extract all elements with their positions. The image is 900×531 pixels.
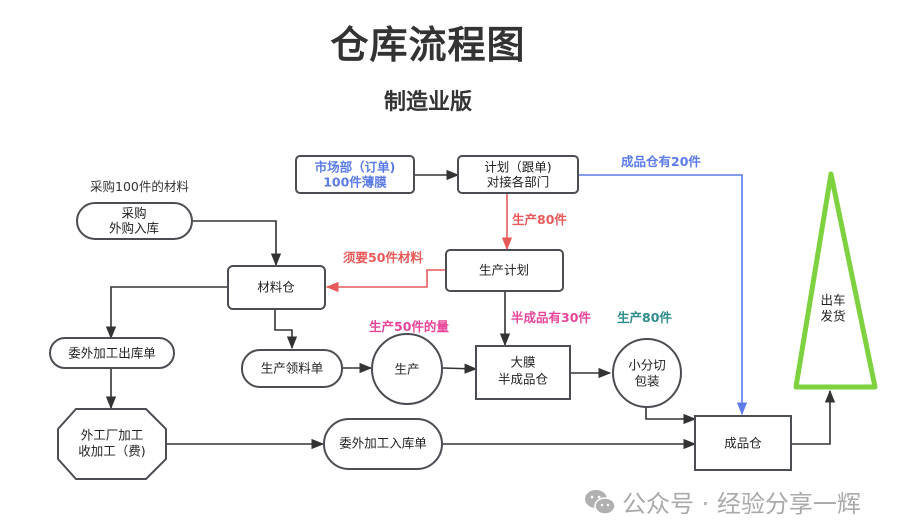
- node-outsource-out-label: 委外加工出库单: [68, 346, 156, 361]
- label-produce-80: 生产80件: [512, 212, 567, 227]
- node-production-plan[interactable]: 生产计划: [445, 249, 564, 292]
- node-outsource-in[interactable]: 委外加工入库单: [323, 418, 443, 470]
- node-purchase[interactable]: 采购 外购入库: [76, 202, 193, 240]
- node-ship-line1: 出车: [820, 293, 845, 308]
- node-material-store[interactable]: 材料仓: [227, 265, 326, 310]
- node-plan-line1: 计划（跟单): [484, 160, 551, 175]
- node-material-store-label: 材料仓: [257, 280, 295, 295]
- node-market[interactable]: 市场部（订单) 100件薄膜: [295, 155, 415, 194]
- node-external-factory[interactable]: 外工厂加工 收加工（费): [57, 408, 167, 480]
- node-production-plan-label: 生产计划: [479, 263, 529, 278]
- edge-purchase-to-material: [192, 220, 282, 267]
- node-material-req-label: 生产领料单: [261, 361, 324, 376]
- watermark-text: 公众号 · 经验分享一辉: [622, 490, 861, 518]
- edge-plan-to-finished: [578, 174, 748, 416]
- label-produce-80-b: 生产80件: [617, 310, 672, 325]
- node-produce[interactable]: 生产: [371, 333, 443, 405]
- node-purchase-line2: 外购入库: [109, 221, 159, 236]
- node-semi-store-line1: 大膜: [510, 355, 535, 370]
- edge-finished-to-ship: [791, 389, 836, 445]
- node-finished-store[interactable]: 成品仓: [694, 415, 792, 471]
- node-purchase-line1: 采购: [121, 206, 146, 221]
- edge-material-to-outsource-out: [105, 286, 228, 340]
- node-cut-pack-line2: 包装: [634, 374, 659, 389]
- edge-production-plan-to-material: [325, 269, 446, 293]
- edge-produce-to-semi: [442, 363, 478, 374]
- wechat-icon: [585, 489, 616, 515]
- node-plan[interactable]: 计划（跟单) 对接各部门: [457, 155, 579, 194]
- page-subtitle: 制造业版: [383, 90, 472, 115]
- node-ship[interactable]: 出车 发货: [793, 171, 878, 390]
- node-finished-store-label: 成品仓: [724, 436, 762, 451]
- watermark: 公众号 · 经验分享一辉: [584, 484, 861, 519]
- node-plan-line2: 对接各部门: [487, 175, 550, 190]
- node-cut-pack-line1: 小分切: [628, 358, 666, 373]
- label-purchase-note: 采购100件的材料: [90, 179, 189, 194]
- label-finished-has: 成品仓有20件: [621, 154, 701, 169]
- node-outsource-out[interactable]: 委外加工出库单: [49, 337, 175, 369]
- node-external-factory-line1: 外工厂加工: [81, 428, 144, 443]
- label-semi-has-30: 半成品有30件: [511, 310, 591, 325]
- node-ship-line2: 发货: [820, 309, 845, 324]
- node-cut-pack[interactable]: 小分切 包装: [612, 338, 682, 408]
- edge-cutpack-to-finished: [645, 407, 697, 425]
- page-title: 仓库流程图: [330, 23, 526, 67]
- node-produce-label: 生产: [394, 362, 419, 377]
- label-produce-50: 生产50件的量: [369, 319, 449, 334]
- node-external-factory-line2: 收加工（费): [78, 444, 145, 459]
- node-market-line2: 100件薄膜: [323, 175, 387, 190]
- edge-material-to-req: [274, 309, 298, 350]
- label-need-50: 须要50件材料: [343, 250, 423, 265]
- node-outsource-in-label: 委外加工入库单: [339, 436, 427, 451]
- node-semi-store[interactable]: 大膜 半成品仓: [475, 345, 571, 400]
- node-material-req[interactable]: 生产领料单: [241, 349, 343, 388]
- node-semi-store-line2: 半成品仓: [498, 372, 549, 387]
- node-market-line1: 市场部（订单): [315, 160, 396, 175]
